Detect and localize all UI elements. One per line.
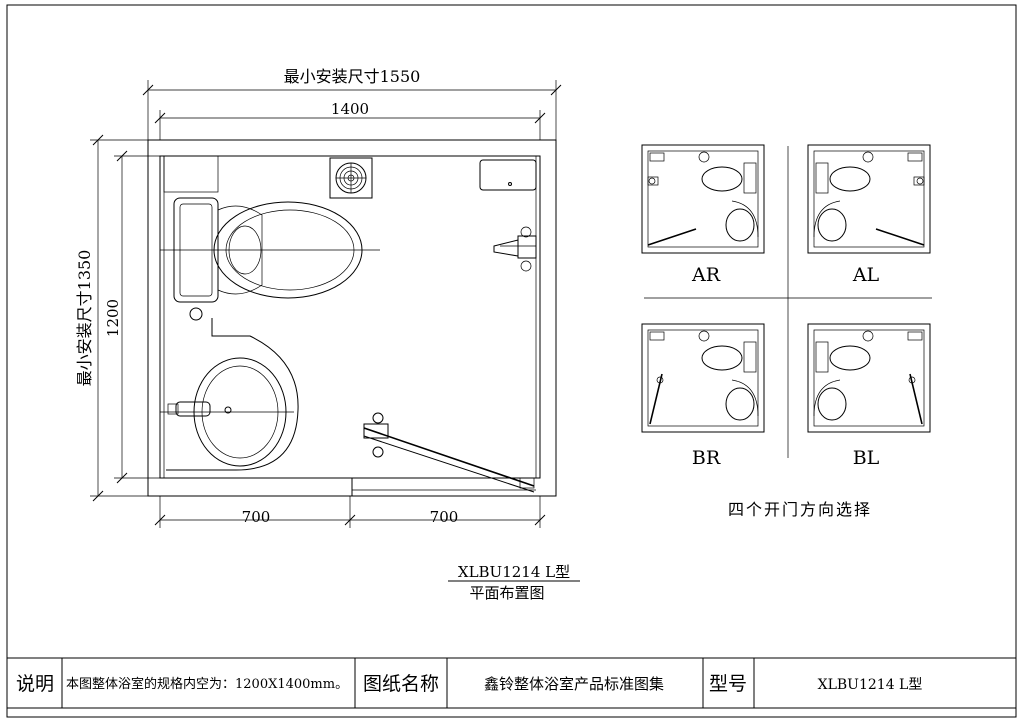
sheet-border bbox=[6, 4, 1017, 718]
floor-drain bbox=[329, 157, 373, 199]
main-floor-plan: 最小安装尺寸1550 1400 最小安装尺寸1350 1200 700 700 bbox=[75, 67, 580, 602]
model-value: XLBU1214 L型 bbox=[818, 677, 923, 693]
door-direction-variants: AR AL BR bbox=[641, 144, 932, 519]
note-header: 说明 bbox=[16, 673, 54, 695]
variant-ar-label: AR bbox=[691, 264, 721, 286]
variant-al bbox=[807, 144, 931, 254]
wash-basin bbox=[160, 318, 299, 471]
model-caption: XLBU1214 L型 bbox=[458, 563, 570, 581]
min-width-label: 最小安装尺寸1550 bbox=[284, 67, 421, 86]
drawing-name-header: 图纸名称 bbox=[363, 673, 439, 695]
variant-bl-label: BL bbox=[853, 447, 880, 469]
drawing-name: 鑫铃整体浴室产品标准图集 bbox=[484, 675, 664, 693]
inner-wall bbox=[159, 155, 541, 479]
variant-ar bbox=[641, 144, 765, 254]
model-header: 型号 bbox=[709, 673, 747, 695]
variants-caption: 四个开门方向选择 bbox=[728, 500, 872, 519]
plan-caption: 平面布置图 bbox=[469, 584, 544, 602]
variant-br-label: BR bbox=[692, 447, 721, 469]
variant-br bbox=[641, 323, 765, 433]
shower-mixer bbox=[493, 226, 537, 272]
wall-shelf bbox=[479, 159, 537, 191]
variant-bl bbox=[807, 323, 931, 433]
variant-al-label: AL bbox=[852, 264, 880, 286]
inner-width-label: 1400 bbox=[331, 100, 369, 118]
left-segment-label: 700 bbox=[242, 508, 271, 526]
title-block: 说明 本图整体浴室的规格内空为：1200X1400mm。 图纸名称 鑫铃整体浴室… bbox=[6, 657, 1017, 709]
note-text: 本图整体浴室的规格内空为：1200X1400mm。 bbox=[66, 676, 348, 692]
inner-height-label: 1200 bbox=[104, 299, 122, 337]
right-segment-label: 700 bbox=[430, 508, 459, 526]
shower-door bbox=[351, 412, 536, 496]
toilet bbox=[160, 155, 380, 321]
min-height-label: 最小安装尺寸1350 bbox=[75, 250, 94, 387]
